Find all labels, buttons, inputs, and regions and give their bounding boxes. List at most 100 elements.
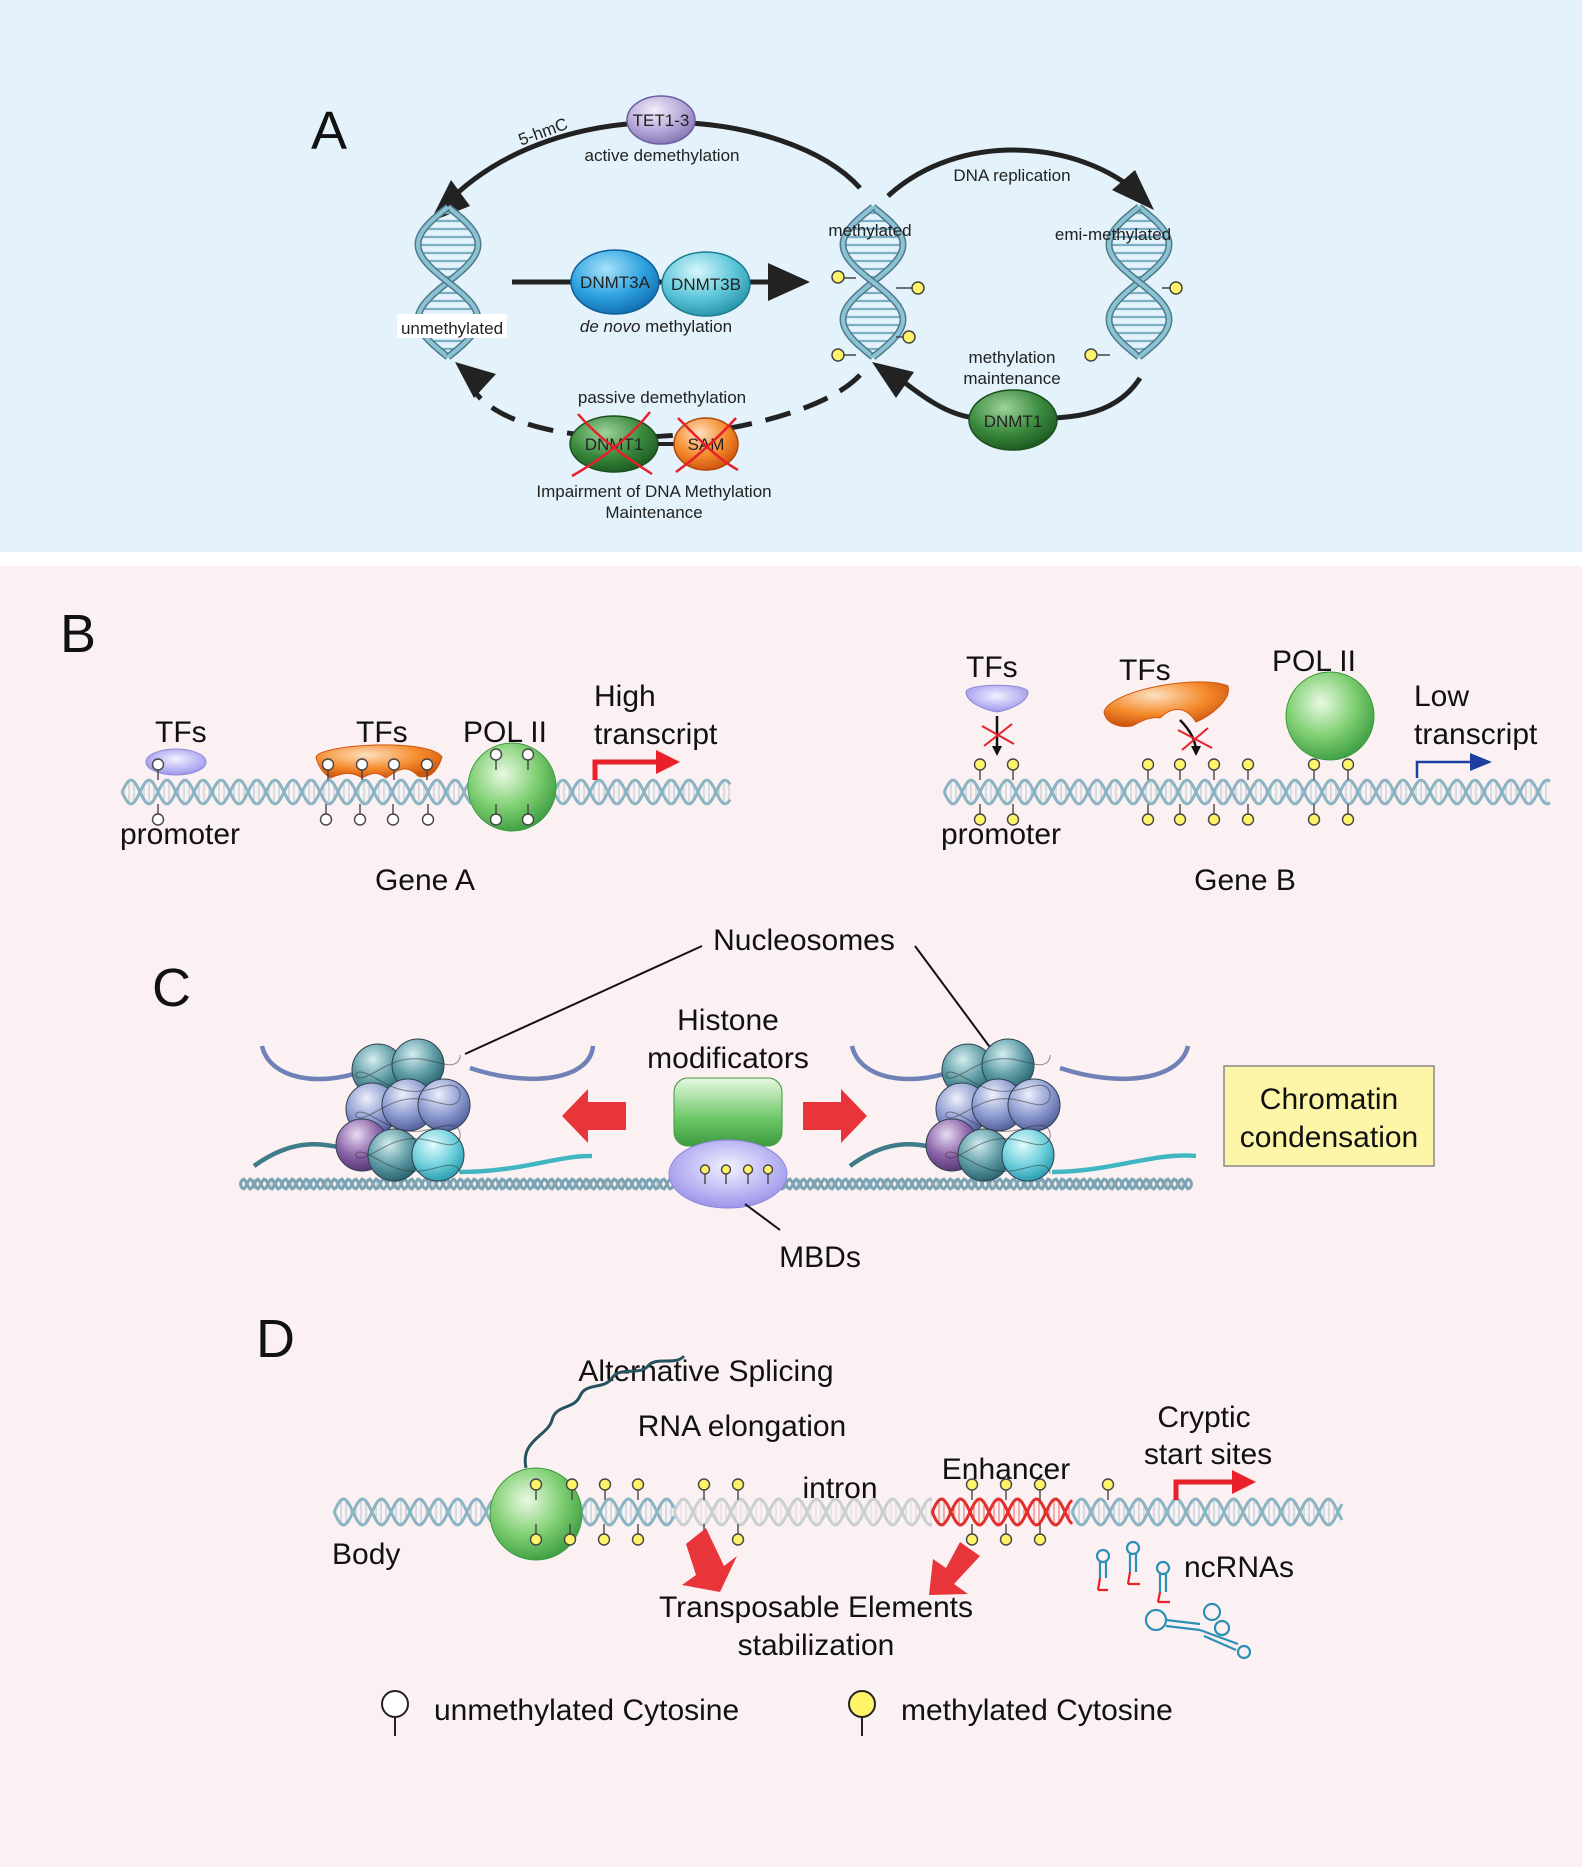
methylated-cytosine bbox=[1141, 813, 1155, 826]
pol-ii-label-gene-a: POL II bbox=[463, 716, 547, 749]
methyl-groups-methylated-dna bbox=[831, 270, 925, 362]
arrowhead bbox=[1112, 170, 1154, 210]
methylated-cytosines-body bbox=[529, 1478, 1115, 1546]
methylated-cytosine bbox=[1033, 1478, 1047, 1491]
methylated-cytosine bbox=[598, 1478, 612, 1491]
pol-ii-gene-a bbox=[467, 742, 557, 832]
histone-protein bbox=[1001, 1128, 1055, 1182]
dna-replication-label: DNA replication bbox=[953, 166, 1070, 185]
methylated-cytosine bbox=[631, 1533, 645, 1546]
tf-label-gene-a-1: TFs bbox=[155, 716, 207, 749]
methyl-groups-hemimethylated-dna bbox=[1084, 281, 1183, 362]
unmethylated-cytosine bbox=[321, 758, 335, 771]
enhancer-label: Enhancer bbox=[942, 1453, 1070, 1486]
gene-a-label: Gene A bbox=[375, 864, 475, 897]
dna-helix-methylated bbox=[839, 204, 907, 360]
backbone bbox=[930, 1497, 1074, 1527]
arrowhead bbox=[1232, 1470, 1256, 1494]
chromatin-label-1: Chromatin bbox=[1260, 1083, 1398, 1116]
methylated-cytosine bbox=[973, 758, 987, 771]
nucleosome-pointer-left bbox=[464, 945, 703, 1055]
red-arrow-te-right bbox=[929, 1542, 980, 1595]
tf-label-gene-b-1: TFs bbox=[966, 651, 1018, 684]
transcript-label-gene-b: transcript bbox=[1414, 718, 1538, 751]
backbone bbox=[942, 778, 1551, 806]
nucleosome-right bbox=[925, 1038, 1061, 1182]
cryptic-label-1: Cryptic bbox=[1157, 1401, 1250, 1434]
methylated-cytosines-mbd bbox=[699, 1164, 774, 1184]
rna-transcript bbox=[523, 1354, 686, 1469]
methylated-cytosine bbox=[965, 1533, 979, 1546]
unmethylated-cytosine bbox=[421, 813, 435, 826]
unmethylated-cytosine bbox=[489, 748, 503, 761]
mbds-pointer bbox=[744, 1203, 781, 1231]
dnmt3b-label: DNMT3B bbox=[671, 275, 741, 294]
alternative-splicing-label: Alternative Splicing bbox=[578, 1355, 833, 1388]
impairment-label-2: Maintenance bbox=[605, 503, 702, 522]
histone-modificator bbox=[673, 1077, 783, 1147]
cryptic-start-arrow bbox=[1173, 1479, 1232, 1500]
histone-protein bbox=[417, 1078, 471, 1132]
tet-label: TET1-3 bbox=[633, 111, 690, 130]
backbone bbox=[1070, 1497, 1344, 1527]
dna-strand-gene-a bbox=[120, 778, 732, 806]
passive-demethylation-arrow bbox=[467, 373, 862, 440]
histone-protein bbox=[1007, 1078, 1061, 1132]
legend-methylated-symbol bbox=[848, 1690, 876, 1736]
red-arrow-te-left bbox=[682, 1528, 737, 1592]
backbone bbox=[841, 205, 905, 359]
wrapped-dna bbox=[945, 1054, 1051, 1174]
dnmt1-enzyme bbox=[968, 389, 1058, 451]
legend-unmethylated-label: unmethylated Cytosine bbox=[434, 1694, 739, 1727]
nucleosome-pointer-right bbox=[914, 945, 993, 1051]
pol-ii-gene-b bbox=[1285, 671, 1375, 761]
gene-b-label: Gene B bbox=[1194, 864, 1296, 897]
backbone bbox=[1107, 205, 1171, 359]
methylated-cytosine bbox=[1307, 758, 1321, 771]
methylated-cytosine bbox=[973, 813, 987, 826]
arrowhead bbox=[768, 263, 810, 301]
dna-replication-arrow bbox=[886, 147, 1142, 198]
wrapped-dna bbox=[355, 1054, 461, 1174]
active-demethylation-label: active demethylation bbox=[585, 146, 740, 165]
backbone bbox=[120, 778, 732, 806]
backbone bbox=[930, 1497, 1074, 1527]
tf-label-gene-b-2: TFs bbox=[1119, 654, 1171, 687]
dnmt1-label: DNMT1 bbox=[984, 412, 1043, 431]
dna-helix-hemimethylated bbox=[1105, 204, 1173, 360]
methylated-cytosine bbox=[529, 1533, 543, 1546]
chromatin-condensation-box bbox=[1223, 1065, 1435, 1167]
methylated-cytosine bbox=[1101, 1478, 1115, 1491]
unmethylated-cytosine bbox=[353, 813, 367, 826]
unmethylated-label-bg bbox=[397, 314, 507, 338]
methylated-cytosine bbox=[529, 1478, 543, 1491]
unmethylated-cytosine bbox=[521, 813, 535, 826]
red-arrow-right bbox=[803, 1089, 867, 1143]
dnmt3a-label: DNMT3A bbox=[580, 273, 651, 292]
unmethylated-cytosine bbox=[420, 758, 434, 771]
unmethylated-cytosine bbox=[151, 758, 165, 771]
unmethylated-cytosine bbox=[521, 748, 535, 761]
methylated-label: methylated bbox=[828, 221, 911, 240]
methylated-cytosine bbox=[697, 1478, 711, 1491]
pol-ii-label-gene-b: POL II bbox=[1272, 645, 1356, 678]
tf-gene-b-lilac bbox=[965, 684, 1029, 713]
methylated-cytosine bbox=[1207, 813, 1221, 826]
te-label-2: stabilization bbox=[738, 1629, 895, 1662]
methylated-cytosine bbox=[1006, 758, 1020, 771]
backbone bbox=[942, 778, 1551, 806]
low-label: Low bbox=[1414, 680, 1469, 713]
low-transcript-arrow bbox=[1415, 760, 1470, 778]
high-transcript-arrow bbox=[592, 759, 658, 780]
methylation-maintenance-label-2: maintenance bbox=[963, 369, 1060, 388]
panel-b-label: B bbox=[60, 604, 96, 664]
methylated-cytosine bbox=[999, 1533, 1013, 1546]
panel-d-label: D bbox=[256, 1309, 295, 1369]
pol-ii-elongating bbox=[489, 1467, 583, 1561]
backbone bbox=[672, 1497, 933, 1527]
unmethylated-cytosine bbox=[355, 758, 369, 771]
promoter-label-gene-a: promoter bbox=[120, 818, 240, 851]
panel-c-label: C bbox=[152, 958, 191, 1018]
ncrna-structures bbox=[1095, 1540, 1252, 1660]
